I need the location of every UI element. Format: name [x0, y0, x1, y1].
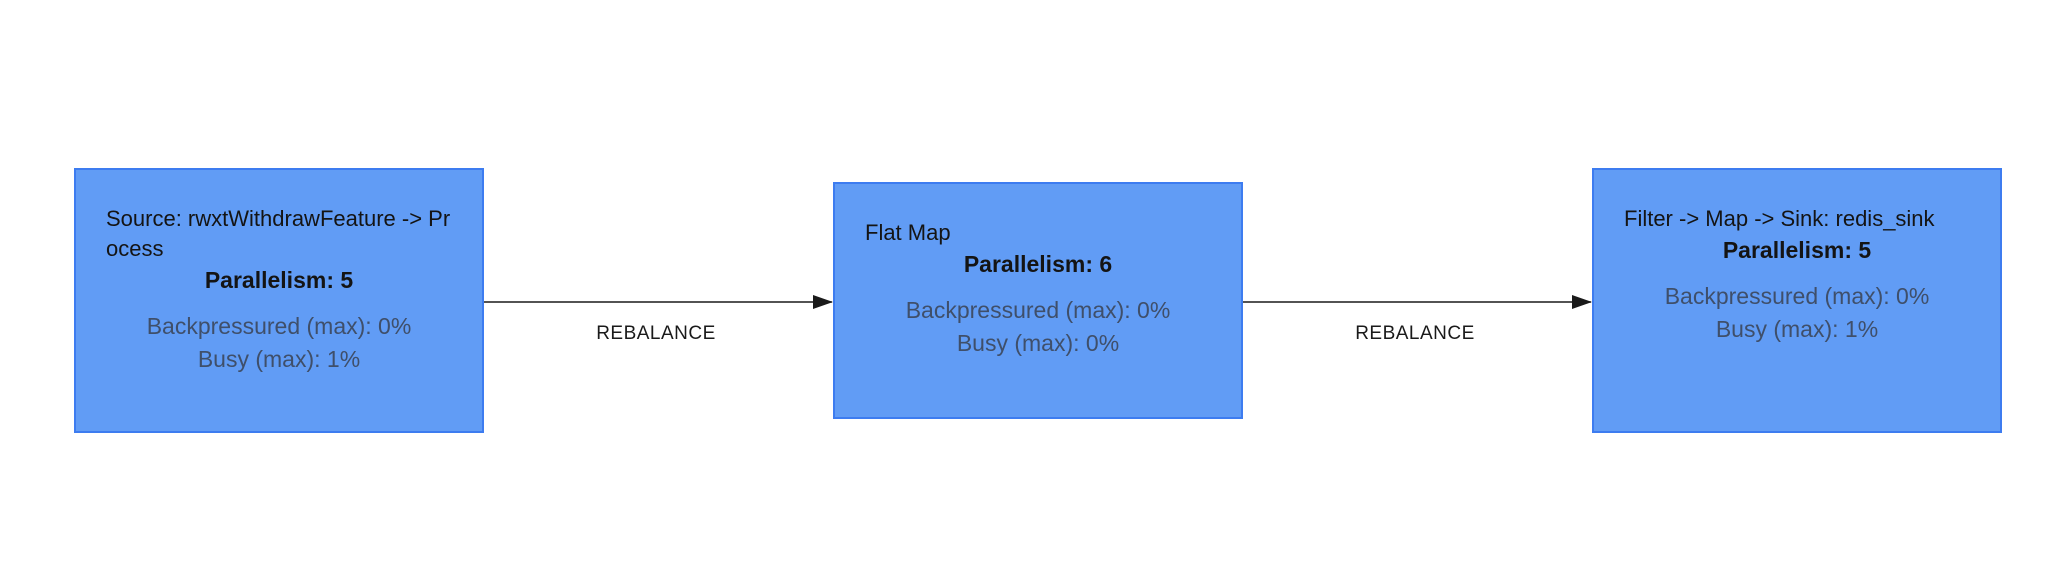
operator-node-source[interactable]: Source: rwxtWithdrawFeature -> Process P… — [74, 168, 484, 433]
node-backpressured: Backpressured (max): 0% — [146, 313, 412, 339]
node-title: Source: rwxtWithdrawFeature -> Process — [106, 206, 451, 261]
node-parallelism: Parallelism: 5 — [1722, 237, 1872, 263]
edge-label: REBALANCE — [596, 323, 716, 344]
node-parallelism: Parallelism: 6 — [963, 251, 1113, 277]
node-busy: Busy (max): 1% — [1715, 316, 1879, 342]
node-title: Filter -> Map -> Sink: redis_sink — [1624, 206, 1935, 231]
node-backpressured: Backpressured (max): 0% — [1664, 283, 1930, 309]
operator-node-flat-map[interactable]: Flat Map Parallelism: 6 Backpressured (m… — [833, 182, 1243, 419]
node-busy: Busy (max): 1% — [197, 346, 361, 372]
node-busy: Busy (max): 0% — [956, 330, 1120, 356]
node-parallelism: Parallelism: 5 — [204, 267, 354, 293]
operator-node-sink[interactable]: Filter -> Map -> Sink: redis_sink Parall… — [1592, 168, 2002, 433]
node-backpressured: Backpressured (max): 0% — [905, 297, 1171, 323]
node-title: Flat Map — [865, 220, 951, 245]
edge-label: REBALANCE — [1355, 323, 1475, 344]
